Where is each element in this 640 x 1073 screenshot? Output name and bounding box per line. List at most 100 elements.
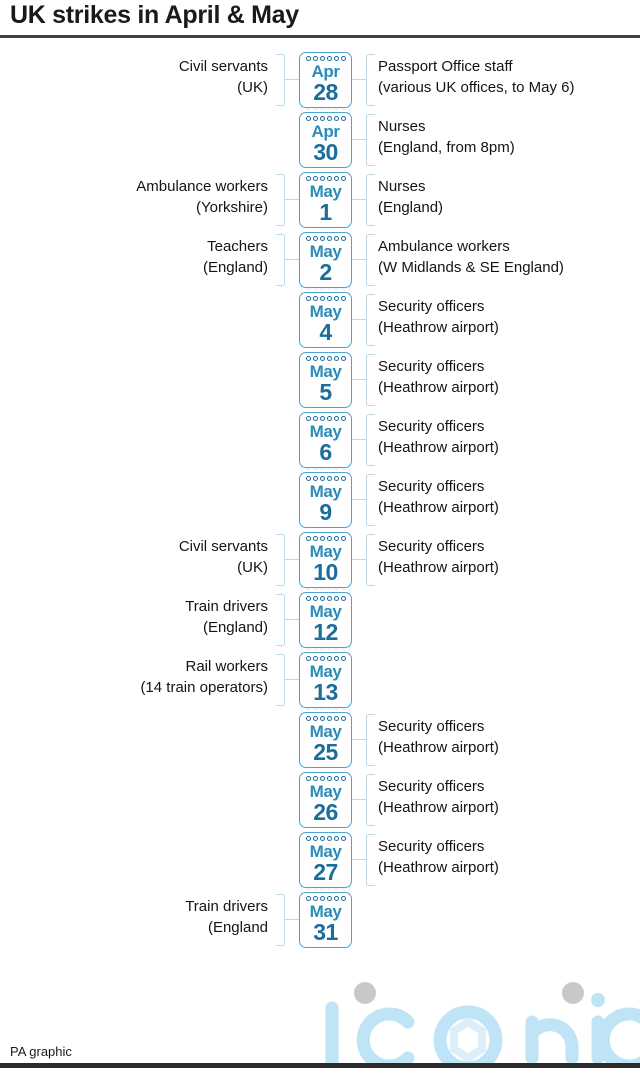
left-strike-label: Teachers (England) [202, 238, 268, 276]
left-connector-bracket [276, 234, 285, 286]
calendar-ring-icon [340, 836, 346, 841]
calendar-day-label: 9 [319, 499, 332, 525]
calendar-ring-icon [319, 716, 325, 721]
calendar-month-label: May [309, 182, 342, 201]
calendar-ring-icon [326, 176, 332, 181]
header-divider [0, 35, 640, 38]
right-connector-bracket [366, 774, 375, 826]
calendar-ring-icon [326, 56, 332, 61]
calendar-ring-icon [333, 236, 339, 241]
calendar-rings [300, 656, 351, 661]
calendar-rings [300, 716, 351, 721]
calendar-ring-icon [305, 356, 311, 361]
calendar-month-label: May [309, 782, 342, 801]
calendar-ring-icon [333, 656, 339, 661]
calendar-ring-icon [340, 116, 346, 121]
left-strike-label: Civil servants (UK) [178, 58, 268, 96]
calendar-ring-icon [319, 356, 325, 361]
calendar-ring-icon [333, 476, 339, 481]
calendar-day-label: 30 [313, 139, 338, 165]
calendar-rings [300, 476, 351, 481]
calendar-ring-icon [305, 116, 311, 121]
right-connector-line [352, 799, 366, 801]
calendar-month-label: May [309, 722, 342, 741]
calendar-ring-icon [340, 536, 346, 541]
calendar-ring-icon [333, 176, 339, 181]
calendar-ring-icon [326, 836, 332, 841]
calendar-ring-icon [319, 116, 325, 121]
right-connector-bracket [366, 174, 375, 226]
calendar-ring-icon [333, 356, 339, 361]
calendar-ring-icon [312, 296, 318, 301]
calendar-ring-icon [312, 236, 318, 241]
left-connector-bracket [276, 534, 285, 586]
calendar-ring-icon [305, 596, 311, 601]
right-connector-line [352, 439, 366, 441]
calendar-ring-icon [333, 416, 339, 421]
calendar-month-label: May [309, 842, 342, 861]
calendar-rings [300, 116, 351, 121]
calendar-ring-icon [305, 416, 311, 421]
calendar-rings [300, 176, 351, 181]
left-strike-label: Train drivers (England [185, 898, 268, 936]
left-strike-label: Rail workers (14 train operators) [140, 658, 268, 696]
right-connector-line [352, 259, 366, 261]
right-connector-bracket [366, 414, 375, 466]
calendar-month-label: May [309, 662, 342, 681]
calendar-ring-icon [305, 536, 311, 541]
right-connector-line [352, 379, 366, 381]
calendar-ring-icon [319, 656, 325, 661]
right-strike-label: Security officers (Heathrow airport) [378, 418, 499, 456]
right-connector-bracket [366, 474, 375, 526]
left-connector-line [285, 679, 299, 681]
right-strike-label: Security officers (Heathrow airport) [378, 478, 499, 516]
calendar-ring-icon [312, 836, 318, 841]
calendar-day-label: 6 [319, 439, 332, 465]
calendar-ring-icon [319, 476, 325, 481]
calendar-ring-icon [333, 596, 339, 601]
calendar-ring-icon [340, 476, 346, 481]
right-connector-bracket [366, 354, 375, 406]
right-connector-line [352, 739, 366, 741]
calendar-ring-icon [305, 176, 311, 181]
calendar-month-label: May [309, 242, 342, 261]
calendar-ring-icon [305, 896, 311, 901]
left-connector-line [285, 559, 299, 561]
calendar-ring-icon [319, 56, 325, 61]
right-strike-label: Security officers (Heathrow airport) [378, 538, 499, 576]
calendar-ring-icon [312, 656, 318, 661]
right-strike-label: Security officers (Heathrow airport) [378, 358, 499, 396]
calendar-day-label: 12 [313, 619, 338, 645]
left-connector-bracket [276, 174, 285, 226]
calendar-ring-icon [319, 296, 325, 301]
right-connector-bracket [366, 714, 375, 766]
calendar-ring-icon [340, 416, 346, 421]
calendar-month-label: Apr [311, 122, 340, 141]
right-strike-label: Security officers (Heathrow airport) [378, 838, 499, 876]
page-title: UK strikes in April & May [10, 1, 299, 29]
